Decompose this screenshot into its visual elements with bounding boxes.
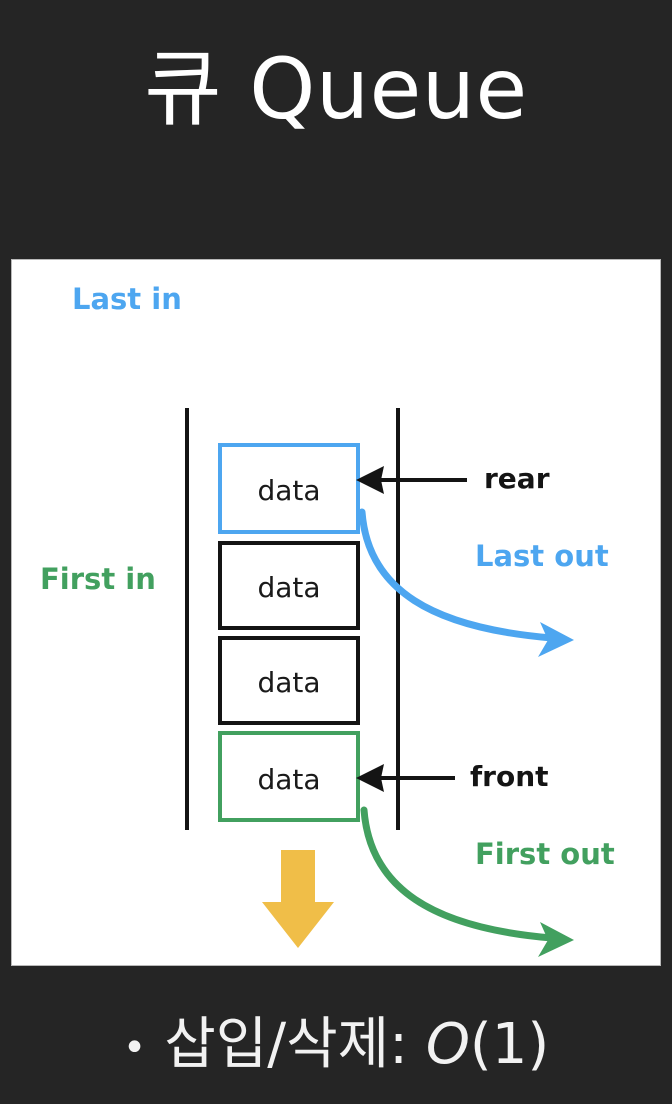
last-out-curve-arrow	[358, 508, 574, 657]
title-bar: 큐 Queue	[0, 34, 672, 144]
label-last-out: Last out	[475, 539, 609, 573]
label-last-in: Last in	[72, 282, 182, 316]
queue-box-label-3: data	[257, 666, 321, 699]
big-o-arg: (1)	[469, 1012, 550, 1077]
front-pointer-arrow	[356, 764, 455, 792]
bullet-glyph: •	[122, 1024, 147, 1071]
first-out-curve-arrow	[360, 806, 574, 957]
queue-box-4	[218, 731, 360, 822]
page-title: 큐 Queue	[144, 40, 528, 138]
queue-box-3	[218, 636, 360, 725]
label-rear: rear	[484, 462, 550, 495]
big-o-symbol: O	[425, 1012, 470, 1077]
label-front: front	[470, 760, 549, 793]
dequeue-down-arrow	[262, 850, 334, 948]
queue-box-label-2: data	[257, 571, 321, 604]
caption-row: • 삽입/삭제: O(1)	[0, 1000, 672, 1090]
complexity-caption: • 삽입/삭제: O(1)	[123, 1017, 549, 1073]
label-first-in: First in	[40, 562, 156, 596]
queue-box-2	[218, 541, 360, 630]
label-first-out: First out	[475, 837, 615, 871]
rear-pointer-arrow	[356, 466, 467, 494]
caption-label: 삽입/삭제:	[164, 1012, 426, 1077]
queue-box-label-4: data	[257, 763, 321, 796]
queue-diagram-graphics	[185, 408, 574, 957]
queue-diagram-panel: Last in First in Last out First out rear…	[12, 260, 660, 965]
queue-box-1	[218, 443, 360, 534]
queue-box-label-1: data	[257, 474, 321, 507]
